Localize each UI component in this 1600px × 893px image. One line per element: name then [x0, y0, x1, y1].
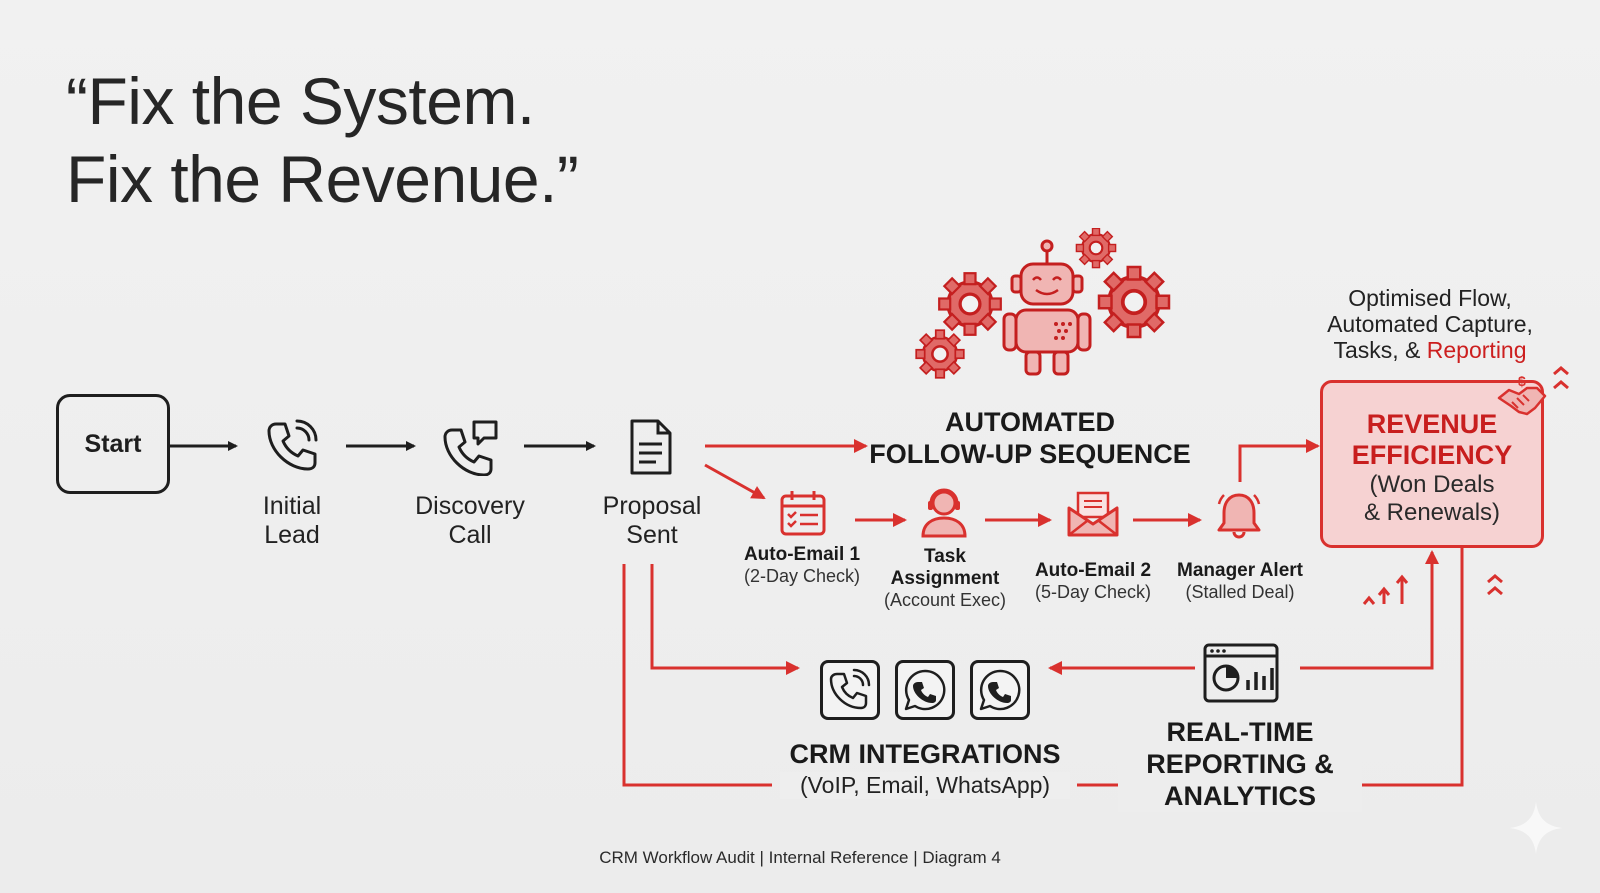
- seq-auto-email-1: Auto-Email 1 (2-Day Check): [732, 544, 872, 587]
- reporting-line2: REPORTING &: [1146, 749, 1334, 779]
- seq-auto-email-2-sub: (5-Day Check): [1034, 582, 1152, 602]
- crm-integrations-heading: CRM INTEGRATIONS: [780, 738, 1070, 770]
- user-headset-icon: [921, 488, 967, 538]
- svg-text:$: $: [1518, 374, 1526, 389]
- whatsapp-icon: [979, 669, 1021, 711]
- dashboard-chart-icon: [1203, 643, 1279, 703]
- automation-arrows: [622, 439, 1464, 787]
- whatsapp-icon: [904, 669, 946, 711]
- start-label: Start: [84, 429, 142, 458]
- optimised-line2: Automated Capture,: [1327, 311, 1533, 337]
- optimised-line3: Tasks, & Reporting: [1300, 337, 1560, 363]
- reporting-analytics-heading: REAL-TIME REPORTING & ANALYTICS: [1118, 716, 1362, 812]
- envelope-icon: [1067, 491, 1119, 537]
- reporting-line3: ANALYTICS: [1163, 781, 1317, 811]
- automated-followup-heading: AUTOMATED FOLLOW-UP SEQUENCE: [860, 406, 1200, 470]
- seq-manager-alert: Manager Alert (Stalled Deal): [1166, 560, 1314, 603]
- optimised-line3-highlight: Reporting: [1426, 337, 1527, 363]
- crm-whatsapp-icon-box-1: [895, 660, 955, 720]
- seq-auto-email-2: Auto-Email 2 (5-Day Check): [1020, 560, 1166, 603]
- step-proposal-sent: Proposal Sent: [582, 492, 722, 550]
- calendar-checklist-icon: [780, 491, 826, 536]
- robot-gears-icon: [914, 228, 1171, 380]
- seq-auto-email-2-title: Auto-Email 2: [1034, 560, 1152, 581]
- start-node: Start: [56, 394, 170, 494]
- handshake-dollar-icon: $: [1497, 374, 1547, 416]
- revenue-line2: EFFICIENCY: [1351, 440, 1513, 470]
- optimised-line1: Optimised Flow,: [1348, 285, 1512, 311]
- seq-auto-email-1-sub: (2-Day Check): [743, 566, 861, 586]
- step-discovery-call-line1: Discovery: [415, 492, 525, 520]
- step-initial-lead-line1: Initial: [262, 492, 322, 520]
- step-proposal-sent-line1: Proposal: [602, 492, 702, 520]
- phone-icon: [829, 668, 871, 710]
- optimised-note: Optimised Flow, Automated Capture, Tasks…: [1300, 285, 1560, 363]
- revenue-line1: REVENUE: [1366, 409, 1498, 439]
- seq-auto-email-1-title: Auto-Email 1: [743, 544, 861, 565]
- seq-task-title: Task: [924, 546, 966, 567]
- seq-task-assignment: Task Assignment (Account Exec): [872, 546, 1018, 611]
- title-line-1: “Fix the System.: [66, 64, 535, 138]
- bell-icon: [1217, 493, 1261, 539]
- reporting-line1: REAL-TIME: [1166, 717, 1314, 747]
- phone-icon: [267, 419, 318, 471]
- sparkle-icon: [1510, 802, 1562, 854]
- automated-line1: AUTOMATED: [945, 407, 1115, 437]
- crm-title: CRM INTEGRATIONS: [789, 739, 1061, 769]
- step-discovery-call: Discovery Call: [400, 492, 540, 550]
- page-title: “Fix the System. Fix the Revenue.”: [66, 62, 579, 218]
- revenue-efficiency-box: REVENUE EFFICIENCY (Won Deals & Renewals…: [1320, 380, 1544, 548]
- crm-whatsapp-icon-box-2: [970, 660, 1030, 720]
- optimised-line3-prefix: Tasks, &: [1333, 337, 1427, 363]
- seq-manager-alert-sub: (Stalled Deal): [1185, 582, 1295, 602]
- crm-integrations-sub: (VoIP, Email, WhatsApp): [780, 772, 1070, 799]
- seq-manager-alert-title: Manager Alert: [1177, 560, 1303, 581]
- footer-caption: CRM Workflow Audit | Internal Reference …: [599, 848, 1001, 867]
- revenue-line4: & Renewals): [1363, 499, 1501, 526]
- phone-chat-icon: [443, 420, 498, 476]
- step-initial-lead-line2: Lead: [264, 521, 320, 549]
- crm-voip-icon-box: [820, 660, 880, 720]
- step-initial-lead: Initial Lead: [232, 492, 352, 550]
- seq-task-sub: (Account Exec): [883, 590, 1007, 610]
- title-line-2: Fix the Revenue.”: [66, 142, 579, 216]
- growth-arrows: [1362, 366, 1569, 605]
- step-proposal-sent-line2: Sent: [626, 521, 678, 549]
- step-discovery-call-line2: Call: [448, 521, 492, 549]
- seq-task-title2: Assignment: [890, 568, 1000, 589]
- document-icon: [630, 419, 672, 475]
- revenue-line3: (Won Deals: [1369, 471, 1495, 498]
- automated-line2: FOLLOW-UP SEQUENCE: [869, 439, 1191, 469]
